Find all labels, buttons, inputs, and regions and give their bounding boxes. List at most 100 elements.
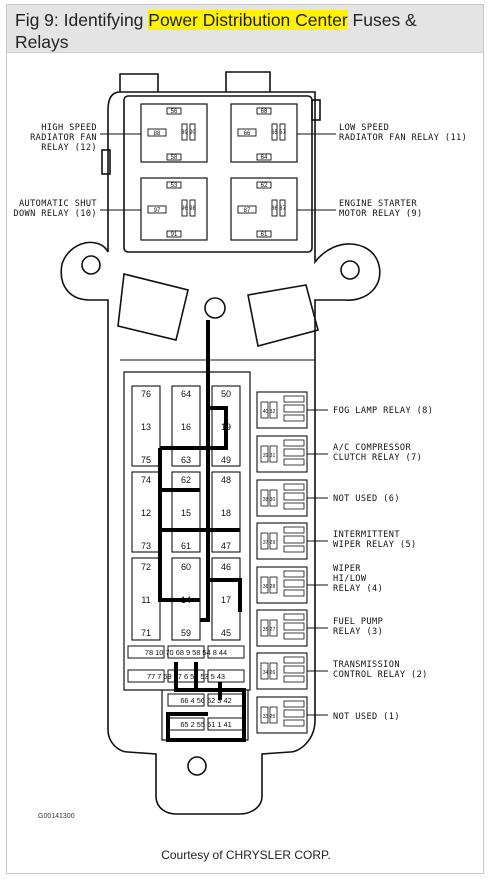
label-starter-line1: ENGINE STARTER	[339, 199, 417, 209]
relay11-pin-bottom: 64	[261, 155, 268, 161]
relay9-pin-a: 86	[271, 206, 278, 212]
relay10-pin-a: 96	[181, 206, 188, 212]
label-ac-line2: CLUTCH RELAY (7)	[333, 453, 422, 463]
fuse-label: 17	[221, 595, 231, 605]
fuse-label: 64	[181, 389, 191, 399]
fuse-label: 76	[141, 389, 151, 399]
relay12-pin-left: 88	[154, 131, 161, 137]
fuse-cavity-c5	[171, 471, 201, 553]
small-relay-pin-label: 40 32	[263, 409, 276, 415]
fuse-label: 71	[141, 628, 151, 638]
fuse-label: 47	[221, 541, 231, 551]
relay11-pin-b: 67	[279, 130, 286, 136]
mini-fuse-row-2: 77 7 69 67 6 57 53 5 43	[147, 672, 225, 681]
label-not-used-1: NOT USED (1)	[333, 712, 400, 722]
fuse-label: 63	[181, 455, 191, 465]
fuse-label: 18	[221, 508, 231, 518]
fuse-label: 12	[141, 508, 151, 518]
fuse-label: 16	[181, 422, 191, 432]
relay10-pin-bottom: 91	[171, 232, 178, 238]
mini-fuse-row-1: 78 10 70 68 9 58 54 8 44	[145, 648, 227, 657]
fuse-label: 49	[221, 455, 231, 465]
center-grommet	[204, 297, 226, 319]
label-high-speed-line1: HIGH SPEED	[41, 123, 97, 133]
fuse-label: 61	[181, 541, 191, 551]
label-asd-line1: AUTOMATIC SHUT	[19, 199, 97, 209]
label-wiper-hl-line2: HI/LOW	[333, 574, 367, 584]
small-relay-pin-label: 36 28	[263, 584, 276, 590]
relay10-pin-top: 53	[171, 183, 178, 189]
label-not-used-6: NOT USED (6)	[333, 494, 400, 504]
fuse-cavity-c7	[131, 557, 161, 641]
relay11-pin-top: 68	[261, 109, 268, 115]
fuse-cavity-c6	[211, 471, 241, 553]
mount-hole-left	[81, 255, 101, 275]
fuse-label: 74	[141, 475, 151, 485]
fuse-label: 46	[221, 562, 231, 572]
relay9-pin-left: 87	[244, 208, 251, 214]
label-high-speed-line2: RADIATOR FAN	[30, 133, 97, 143]
relay9-pin-b: 87	[279, 206, 286, 212]
fuse-label: 48	[221, 475, 231, 485]
relay9-pin-bottom: 61	[261, 232, 268, 238]
title-suffix: Fuses & Relays	[15, 10, 417, 52]
label-wiper-hl-line3: RELAY (4)	[333, 584, 383, 594]
label-low-speed-line1: LOW SPEED	[339, 123, 389, 133]
figure-title: Fig 9: Identifying Power Distribution Ce…	[7, 5, 483, 53]
mount-hole-bottom	[187, 756, 207, 776]
courtesy-caption: Courtesy of CHRYSLER CORP.	[161, 848, 331, 862]
fuse-label: 75	[141, 455, 151, 465]
label-wiper-hl-line1: WIPER	[333, 564, 361, 574]
label-wiper-int-line2: WIPER RELAY (5)	[333, 540, 417, 550]
upper-relay-section	[123, 95, 313, 253]
label-trans-line1: TRANSMISSION	[333, 660, 400, 670]
fuse-label: 11	[141, 595, 150, 605]
label-fuel-line1: FUEL PUMP	[333, 617, 383, 627]
fuse-label: 59	[181, 628, 191, 638]
fuse-label: 60	[181, 562, 191, 572]
fuse-label: 50	[221, 389, 231, 399]
pdc-outline	[60, 91, 381, 815]
relay12-pin-top: 56	[171, 109, 178, 115]
title-prefix: Fig 9: Identifying	[15, 10, 149, 30]
label-low-speed-line2: RADIATOR FAN RELAY (11)	[339, 133, 467, 143]
label-trans-line2: CONTROL RELAY (2)	[333, 670, 428, 680]
bus-bar	[158, 320, 246, 742]
label-wiper-int-line1: INTERMITTENT	[333, 530, 400, 540]
fuse-cavity-c2	[171, 385, 201, 467]
fuse-label: 45	[221, 628, 231, 638]
relay9-pin-top: 62	[261, 183, 268, 189]
fuse-cavity-c1	[131, 385, 161, 467]
label-ac-line1: A/C COMPRESSOR	[333, 443, 411, 453]
relay12-pin-bottom: 58	[171, 155, 178, 161]
title-highlight: Power Distribution Center	[148, 10, 348, 30]
small-relay-pin-label: 33 25	[263, 714, 276, 720]
mini-fuse-row-3: 66 4 56 52 3 42	[180, 696, 231, 705]
label-asd-line2: DOWN RELAY (10)	[13, 209, 97, 219]
fuse-cavity-c4	[131, 471, 161, 553]
mini-fuse-row-4: 65 2 55 51 1 41	[180, 720, 231, 729]
small-relay-pin-label: 39 31	[263, 453, 276, 459]
label-high-speed-line3: RELAY (12)	[41, 143, 97, 153]
small-relay-pin-label: 34 26	[263, 670, 276, 676]
label-starter-line2: MOTOR RELAY (9)	[339, 209, 423, 219]
fuse-label: 73	[141, 541, 151, 551]
mount-hole-right	[340, 260, 360, 280]
label-fuel-line2: RELAY (3)	[333, 627, 383, 637]
fuse-label: 13	[141, 422, 151, 432]
small-relay-pin-label: 37 29	[263, 540, 276, 546]
fuse-label: 72	[141, 562, 151, 572]
relay10-pin-b: 98	[189, 206, 196, 212]
fuse-label: 62	[181, 475, 191, 485]
fuse-label: 15	[181, 508, 191, 518]
label-fog-lamp-relay: FOG LAMP RELAY (8)	[333, 406, 433, 416]
small-relay-pin-label: 38 30	[263, 497, 276, 503]
relay11-pin-a: 65	[271, 130, 278, 136]
part-code: G00141300	[38, 813, 75, 820]
small-relay-pin-label: 35 27	[263, 627, 276, 633]
relay12-pin-a: 89	[181, 130, 188, 136]
relay10-pin-left: 97	[154, 208, 161, 214]
relay12-pin-b: 90	[189, 130, 196, 136]
relay11-pin-left: 66	[244, 131, 251, 137]
